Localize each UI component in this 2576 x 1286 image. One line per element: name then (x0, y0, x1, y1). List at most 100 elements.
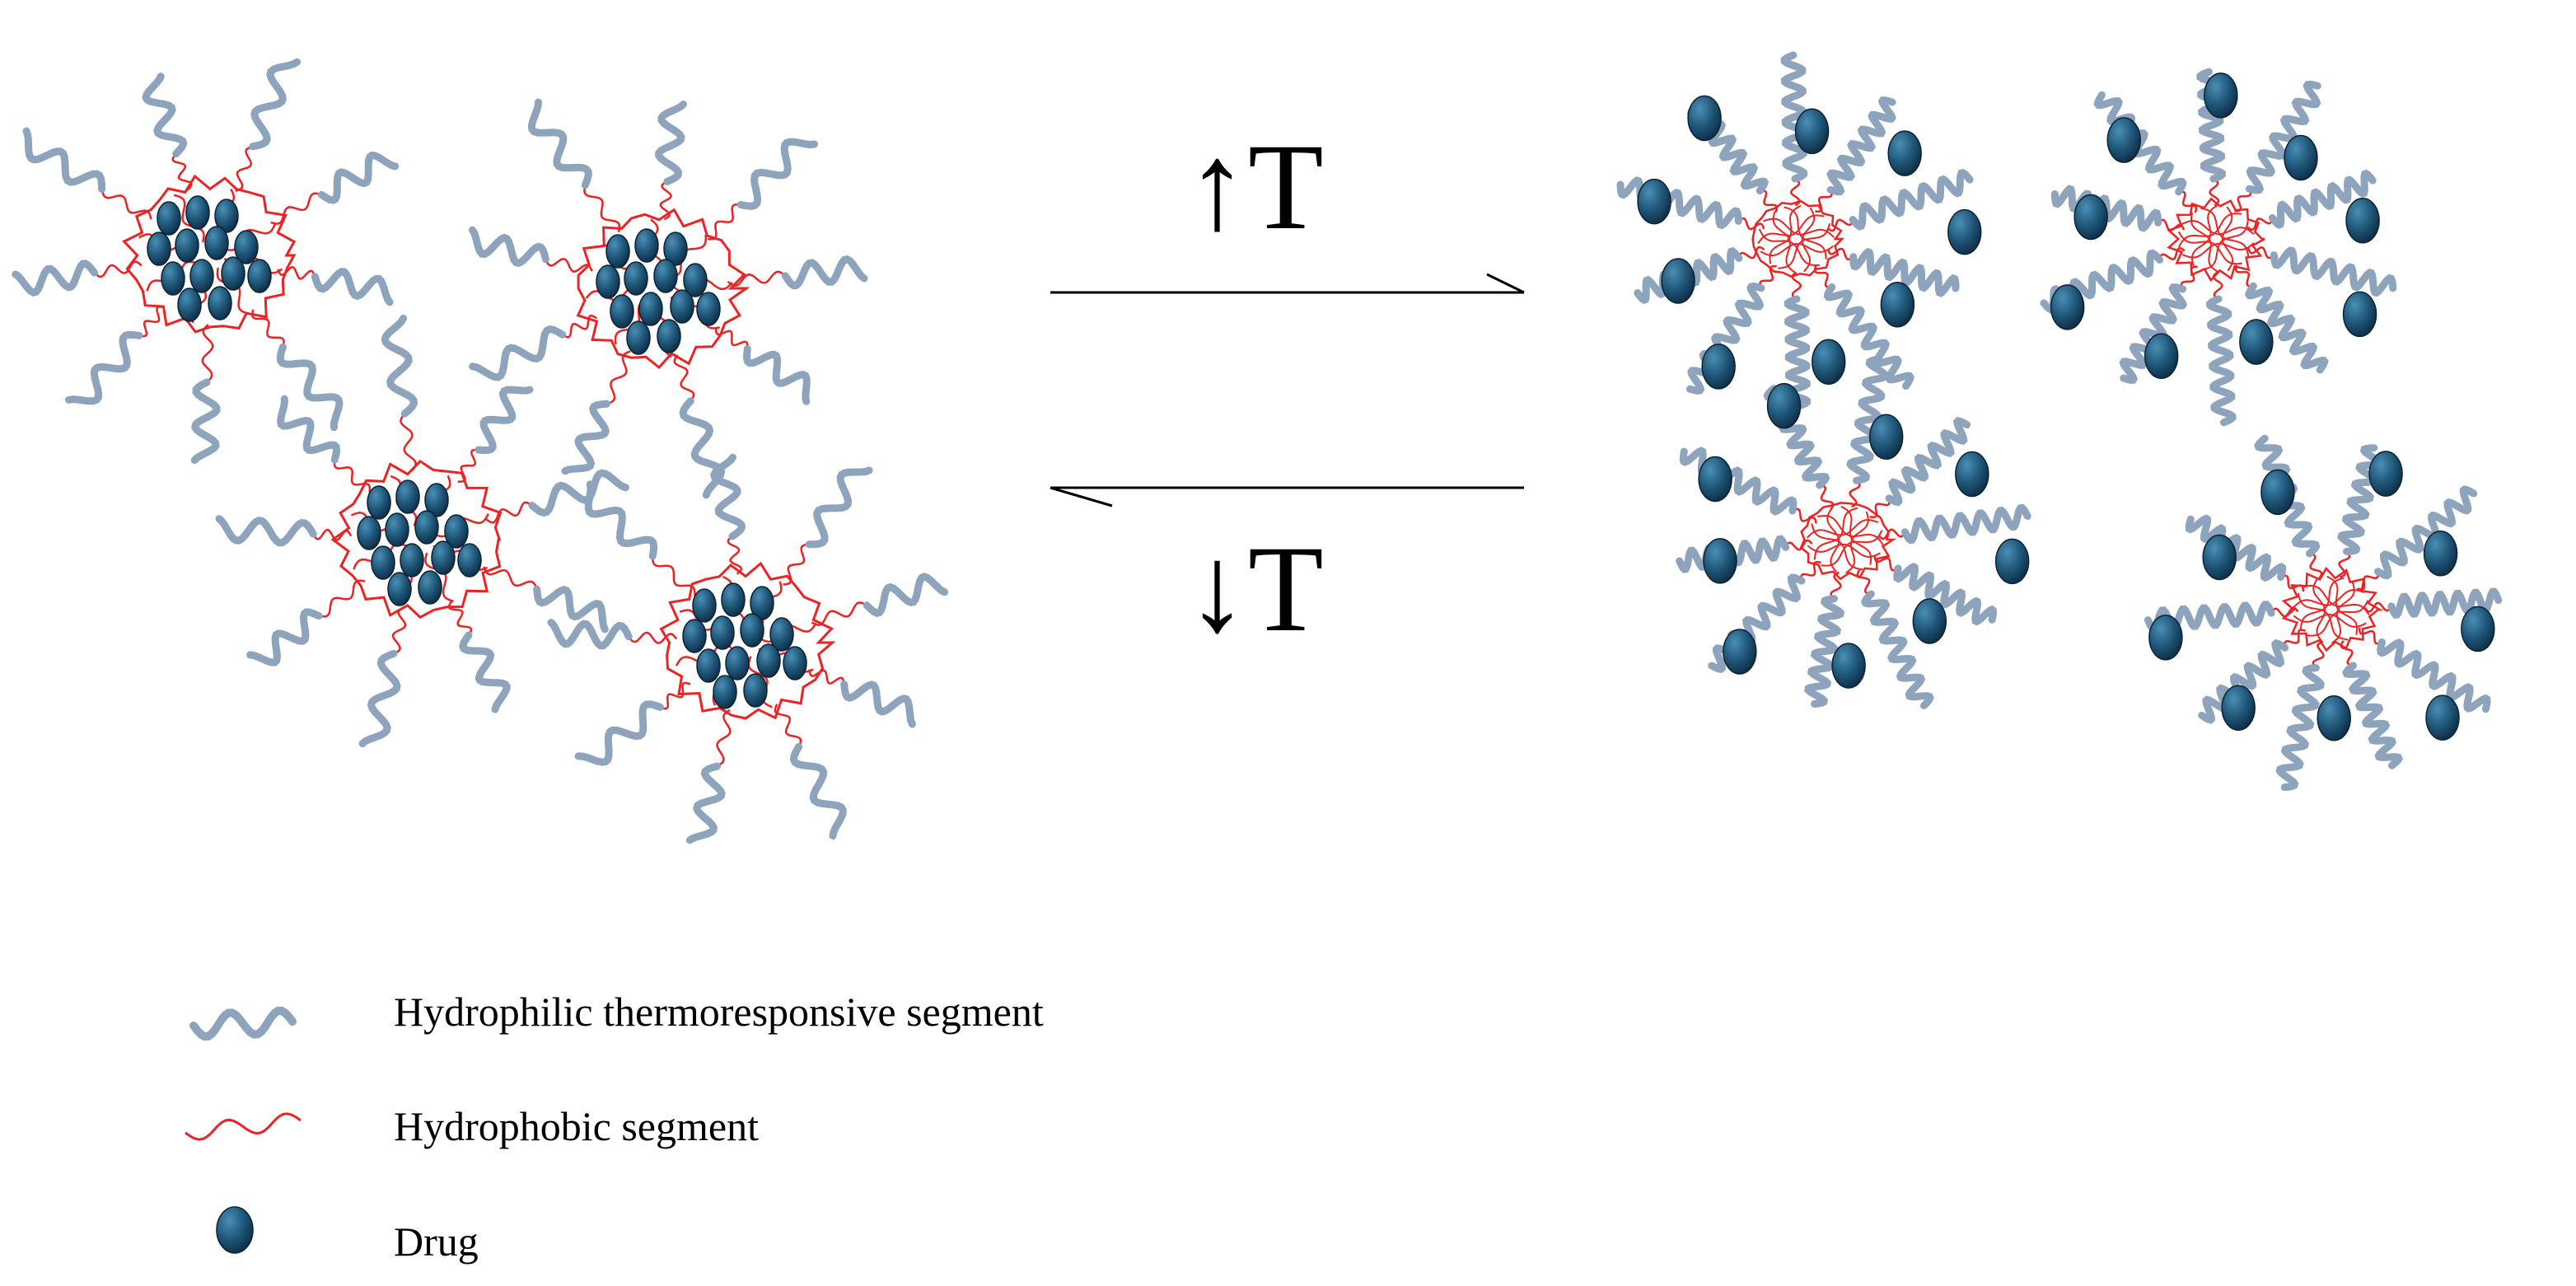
hydrophilic-segment (574, 700, 664, 766)
drug-particle (624, 261, 648, 296)
drug-particle (2345, 197, 2380, 244)
drug-particle (2317, 694, 2351, 741)
drug-particle (713, 675, 737, 709)
drug-particle (444, 514, 469, 549)
drug-particle (2221, 685, 2256, 731)
drug-particle (2260, 469, 2295, 516)
hydrophobic-tether (727, 535, 743, 575)
hydrophilic-segment (2275, 664, 2326, 792)
drug-particle (1698, 456, 1732, 503)
hydrophobic-tether (333, 459, 372, 493)
hydrophobic-tether (707, 203, 741, 241)
hydrophilic-segment (317, 151, 400, 204)
hydrophilic-segment (528, 469, 629, 517)
hydrophobic-tether (659, 681, 691, 710)
hydrophilic-segment (459, 631, 511, 713)
hydrophobic-chain (2191, 204, 2218, 267)
hydrophilic-segment (561, 400, 610, 475)
hydrophilic-segment (190, 378, 221, 465)
drug-particle (670, 289, 694, 324)
drug-particle (357, 516, 381, 550)
released-micelle (1676, 355, 2031, 709)
hydrophobic-tether (1792, 507, 1817, 524)
hydrophobic-chain (2331, 581, 2355, 644)
drug-particle (682, 619, 707, 653)
hydrophilic-segment (527, 98, 592, 189)
legend-icons (185, 1006, 302, 1254)
hydrophobic-tether (2363, 601, 2392, 613)
hydrophobic-tether (235, 145, 254, 192)
drug-particle (2073, 194, 2108, 241)
hydrophilic-segment (2198, 638, 2288, 724)
hydrophobic-chain (1763, 217, 1835, 239)
hydrophobic-chain (2303, 584, 2370, 615)
hydrophilic-segment (736, 138, 819, 210)
hydrophobic-tether (485, 501, 533, 524)
hydrophilic-segment (533, 585, 609, 634)
drug-particle (387, 572, 412, 606)
hydrophilic-segment (1893, 562, 1998, 626)
hydrophilic-segment (276, 343, 344, 432)
drug-particle (2284, 134, 2318, 181)
hydrophobic-chain (2326, 575, 2359, 635)
drug-particle (189, 259, 214, 293)
drug-particle (634, 228, 659, 263)
hydrophobic-chain (1769, 204, 1802, 264)
hydrophilic-segment (2268, 169, 2377, 229)
hydrophobic-tether (2309, 552, 2323, 579)
hydrophilic-segment (547, 619, 633, 650)
hydrophobic-tether (783, 543, 810, 586)
hydrophobic-chain (1758, 228, 1820, 266)
drug-particle (2204, 72, 2238, 119)
drug-particle (208, 286, 232, 320)
hydrophobic-tether (1826, 247, 1854, 261)
temperature-decrease-label: ↓T (1186, 521, 1324, 657)
drug-particle (385, 512, 409, 547)
hydrophobic-tether (483, 566, 538, 590)
wavy-blue-segment-icon (189, 1006, 297, 1041)
drug-particle (424, 483, 449, 517)
drug-particle (367, 485, 391, 520)
hydrophilic-segment (1780, 51, 1808, 183)
drug-particle (247, 259, 272, 293)
hydrophobic-chain (2293, 613, 2367, 628)
drug-particle (1811, 339, 1846, 385)
hydrophilic-segment (781, 255, 868, 290)
hydrophobic-core (1751, 199, 1845, 278)
drug-particle (2144, 333, 2179, 379)
hydrophobic-tether (138, 306, 165, 338)
hydrophilic-segment (655, 101, 687, 185)
hydrophilic-segment (358, 649, 401, 748)
released-micelle (2144, 434, 2503, 792)
drug-particle (1912, 598, 1947, 644)
hydrophobic-tether (93, 260, 143, 278)
hydrophobic-tether (2284, 629, 2306, 648)
drug-particle (725, 646, 750, 680)
drug-particle (2461, 606, 2495, 652)
drug-particle (2368, 451, 2403, 497)
hydrophobic-tether (727, 270, 787, 288)
hydrophilic-segment (863, 573, 949, 617)
drug-particle (657, 319, 681, 353)
drug-particle (605, 234, 630, 269)
hydrophobic-chain (1772, 210, 1796, 274)
released-micelles-group (1616, 51, 2503, 792)
hydrophobic-tether (2158, 247, 2186, 260)
drug-particle (750, 586, 774, 620)
hydrophobic-tether (1877, 528, 1906, 540)
hydrophobic-chain (2190, 212, 2219, 274)
hydrophilic-segment (1885, 417, 1971, 507)
hydrophilic-segment (1846, 355, 1890, 484)
hydrophobic-chain (1811, 523, 1863, 571)
hydrophobic-tether (628, 631, 678, 644)
hydrophilic-segment (246, 608, 323, 666)
hydrophobic-core (1799, 502, 1897, 581)
wavy-red-segment-icon (185, 1112, 302, 1141)
hydrophilic-segment (475, 386, 534, 455)
hydrophilic-segment (2270, 246, 2397, 297)
drug-particle (710, 615, 735, 650)
drug-particle (431, 540, 456, 575)
drug-particle (783, 646, 807, 680)
drug-particle (204, 226, 229, 260)
